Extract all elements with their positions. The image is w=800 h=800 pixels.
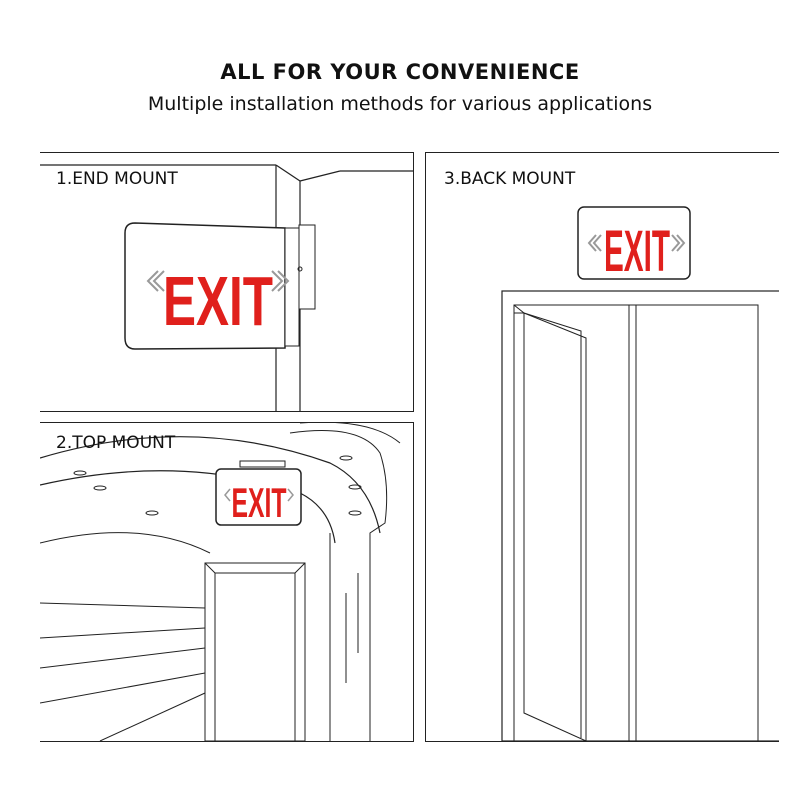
top-mount-label: 2.TOP MOUNT <box>56 433 176 453</box>
end-mount-label: 1.END MOUNT <box>56 169 178 189</box>
exit-sign-text: EXIT <box>163 262 273 340</box>
top-mount-panel: EXIT 2.TOP MOUNT <box>40 422 414 742</box>
exit-sign-text: EXIT <box>604 219 670 284</box>
page-title: ALL FOR YOUR CONVENIENCE <box>220 60 580 84</box>
back-mount-label: 3.BACK MOUNT <box>444 169 576 189</box>
top-mount-illustration: EXIT <box>40 423 401 741</box>
end-mount-panel: EXIT 1.END MOUNT <box>40 152 414 412</box>
back-mount-panel: EXIT 3.BACK MOUNT <box>425 152 779 742</box>
exit-sign-text: EXIT <box>232 479 287 526</box>
page-subtitle: Multiple installation methods for variou… <box>147 93 653 115</box>
back-mount-illustration: EXIT <box>501 206 779 741</box>
end-mount-illustration: EXIT <box>40 164 413 411</box>
